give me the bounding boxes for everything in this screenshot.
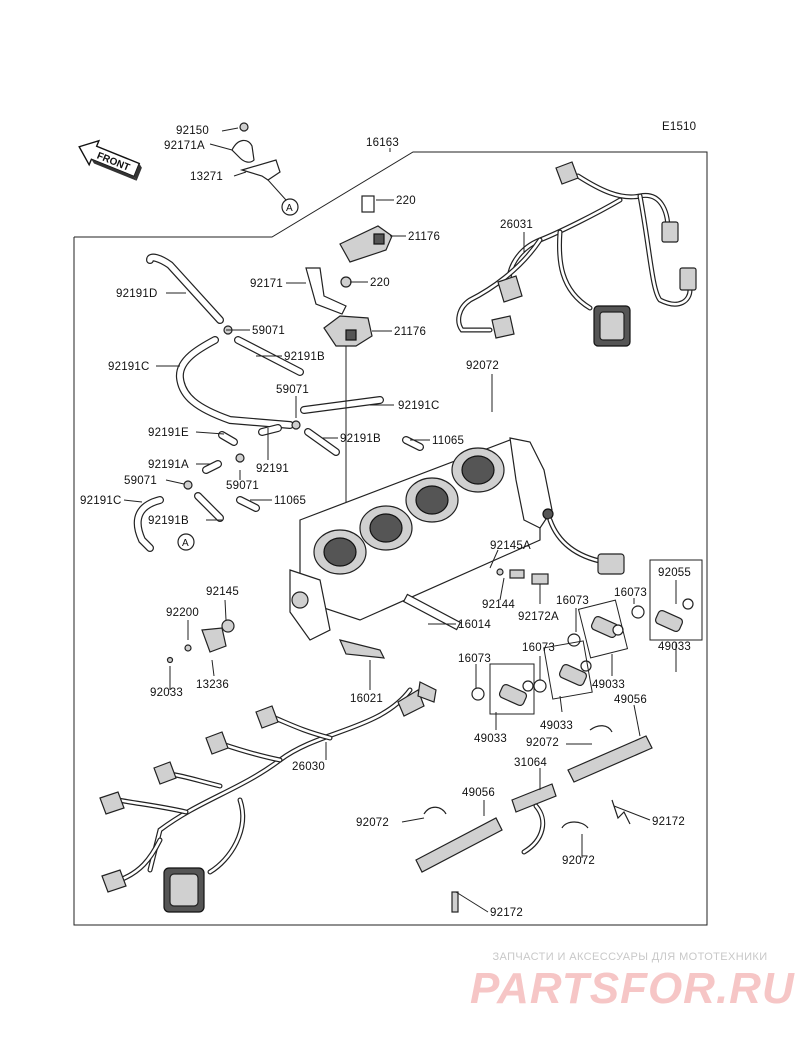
watermark-logo: PARTSFOR.RU	[470, 964, 795, 1013]
part-label: 92072	[526, 737, 559, 749]
part-label: 59071	[226, 480, 259, 492]
part-label: 11065	[432, 435, 464, 447]
part-label: 16073	[556, 595, 589, 607]
part-label: 92191C	[108, 361, 149, 373]
part-label: 16073	[614, 587, 647, 599]
part-label: 49033	[474, 733, 507, 745]
harness-26031	[456, 161, 697, 347]
part-label: 92191D	[116, 288, 157, 300]
part-label: 92172A	[518, 611, 559, 623]
part-label: 11065	[274, 495, 306, 507]
part-label: 92191C	[398, 400, 439, 412]
ref-a-top: A	[281, 198, 299, 216]
part-label: 92172	[652, 816, 685, 828]
part-label: 92172	[490, 907, 523, 919]
part-label: 92171A	[164, 140, 205, 152]
part-label: 16163	[366, 137, 399, 149]
part-label: 92200	[166, 607, 199, 619]
harness-26030	[99, 681, 437, 913]
part-label: 31064	[514, 757, 547, 769]
injector-parts	[471, 559, 703, 715]
part-label: 92072	[356, 817, 389, 829]
part-label: 49056	[614, 694, 647, 706]
part-label: 92191B	[340, 433, 381, 445]
part-label: 26031	[500, 219, 533, 231]
part-label: 92150	[176, 125, 209, 137]
ref-a-lower: A	[177, 533, 195, 551]
part-label: 59071	[276, 384, 309, 396]
part-label: 21176	[394, 326, 426, 338]
part-label: 59071	[124, 475, 157, 487]
svg-text:A: A	[286, 203, 293, 214]
part-label: 92072	[466, 360, 499, 372]
part-labels: 92150 92171A 13271 16163 220 21176 92171…	[80, 125, 691, 919]
vacuum-hoses	[133, 253, 424, 552]
part-label: 49056	[462, 787, 495, 799]
sensor-21176-upper	[339, 195, 393, 263]
front-arrow-icon: FRONT	[78, 139, 142, 181]
part-label: 92033	[150, 687, 183, 699]
sensor-21176-lower	[323, 315, 373, 520]
harness-to-connector	[547, 517, 625, 575]
svg-text:A: A	[182, 538, 189, 549]
part-label: 59071	[252, 325, 285, 337]
part-label: 13271	[190, 171, 223, 183]
delivery-pipe-49056	[415, 725, 653, 913]
part-label: 92055	[658, 567, 691, 579]
throttle-body-assembly	[289, 437, 554, 641]
part-label: 92191B	[148, 515, 189, 527]
part-label: 220	[396, 195, 416, 207]
part-label: 16021	[350, 693, 383, 705]
part-label: 21176	[408, 231, 440, 243]
part-label: 92191	[256, 463, 289, 475]
part-label: 92191B	[284, 351, 325, 363]
part-label: 92191E	[148, 427, 189, 439]
part-label: 92191A	[148, 459, 189, 471]
diagram-code: E1510	[662, 121, 696, 133]
part-label: 49033	[540, 720, 573, 732]
part-label: 16014	[458, 619, 491, 631]
part-label: 92144	[482, 599, 515, 611]
part-label: 92072	[562, 855, 595, 867]
part-label: 16073	[458, 653, 491, 665]
part-label: 92145A	[490, 540, 531, 552]
watermark-tagline: ЗАПЧАСТИ И АКСЕССУАРЫ ДЛЯ МОТОТЕХНИКИ	[492, 951, 768, 963]
part-label: 92145	[206, 586, 239, 598]
leader-lines	[123, 127, 677, 913]
injector-cluster	[166, 568, 549, 664]
part-label: 16073	[522, 642, 555, 654]
part-label: 92191C	[80, 495, 121, 507]
part-label: 92171	[250, 278, 283, 290]
bracket-92171	[305, 267, 352, 315]
assembly-frame	[73, 151, 708, 926]
part-label: 49033	[658, 641, 691, 653]
part-label: 26030	[292, 761, 325, 773]
part-label: 49033	[592, 679, 625, 691]
part-label: 220	[370, 277, 390, 289]
bracket-13271	[231, 122, 287, 201]
part-label: 13236	[196, 679, 229, 691]
